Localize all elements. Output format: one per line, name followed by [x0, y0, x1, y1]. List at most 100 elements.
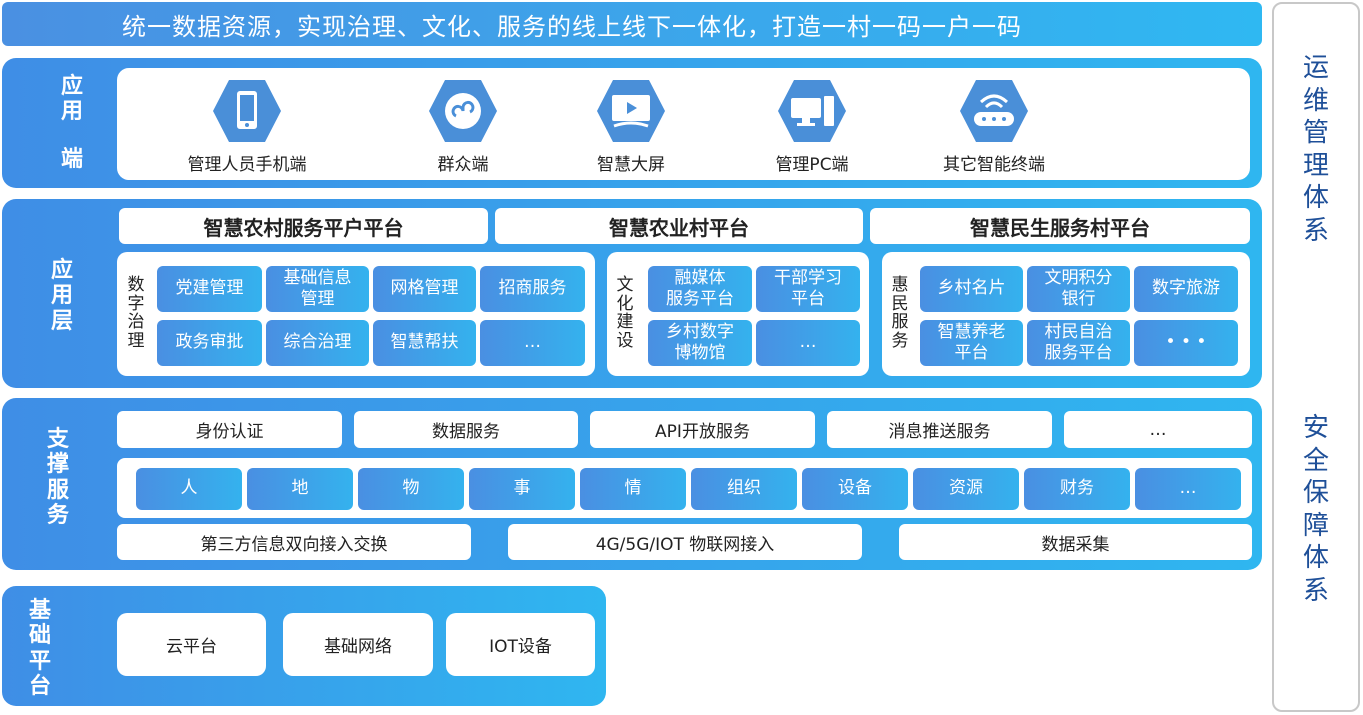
service-data[interactable]: 数据服务	[354, 411, 578, 448]
security-system: 安 全 保 障 体 系	[1272, 412, 1360, 607]
title-char: 理	[127, 331, 145, 352]
label-char: 服	[46, 477, 69, 503]
base-label: 基 础 平 台	[18, 598, 62, 699]
app-item-label: 管理人员手机端	[187, 155, 307, 175]
tile-points-bank[interactable]: 文明积分银行	[1027, 266, 1130, 312]
service-push[interactable]: 消息推送服务	[827, 411, 1052, 448]
element-event[interactable]: 事	[469, 468, 575, 510]
iot-access[interactable]: 4G/5G/IOT 物联网接入	[508, 524, 862, 560]
app-item-label: 其它智能终端	[943, 155, 1045, 175]
label-char: 平	[28, 648, 51, 674]
tile-text: …	[799, 332, 817, 353]
tile-text: 银行	[1061, 289, 1096, 309]
tile-text: 党建管理	[175, 278, 244, 299]
element-more[interactable]: …	[1135, 468, 1241, 510]
tile-text: 数字旅游	[1152, 278, 1220, 299]
tile-digital-tourism[interactable]: 数字旅游	[1134, 266, 1238, 312]
element-person[interactable]: 人	[136, 468, 242, 510]
tile-party-building[interactable]: 党建管理	[157, 266, 262, 312]
base-cloud[interactable]: 云平台	[117, 613, 266, 676]
label-char: 基	[28, 598, 51, 623]
label-char: 撑	[46, 452, 69, 478]
service-more[interactable]: …	[1064, 411, 1252, 448]
label-char: 安	[1302, 413, 1329, 443]
label-char: 础	[28, 623, 51, 649]
label-char: 系	[1302, 575, 1329, 606]
element-device[interactable]: 设备	[802, 468, 908, 510]
tile-text: 网格管理	[390, 278, 459, 299]
title-char: 惠	[891, 275, 909, 295]
tile-text: …	[524, 332, 541, 353]
app-item-public[interactable]: 群众端	[388, 78, 538, 175]
tile-basic-info[interactable]: 基础信息管理	[266, 266, 369, 312]
title-char: 文	[616, 275, 634, 295]
tile-text: 服务平台	[1044, 343, 1113, 363]
label-char: 维	[1302, 85, 1329, 116]
element-situation[interactable]: 情	[580, 468, 686, 510]
label-char	[50, 125, 94, 147]
base-iot[interactable]: IOT设备	[446, 613, 595, 676]
tile-cadre-learning[interactable]: 干部学习平台	[756, 266, 860, 312]
app-item-bigscreen[interactable]: 智慧大屏	[556, 78, 706, 175]
tile-more[interactable]: • • •	[1134, 320, 1238, 366]
app-terminal-panel	[117, 68, 1250, 180]
app-item-mobile[interactable]: 管理人员手机端	[172, 78, 322, 175]
label-char: 应	[60, 74, 83, 99]
element-organization[interactable]: 组织	[691, 468, 797, 510]
tile-text: 招商服务	[498, 278, 567, 299]
element-finance[interactable]: 财务	[1024, 468, 1130, 510]
app-layer-label: 应 用 层	[40, 258, 84, 334]
element-object[interactable]: 物	[358, 468, 464, 510]
tile-self-governance[interactable]: 村民自治服务平台	[1027, 320, 1130, 366]
pc-icon	[778, 80, 846, 142]
tile-text: 智慧养老	[937, 321, 1006, 342]
tile-text: 乡村名片	[937, 278, 1006, 299]
label-char: 应	[50, 258, 73, 283]
culture-title: 文 化 建 设	[612, 276, 638, 351]
digital-governance-title: 数 字 治 理	[122, 276, 150, 351]
app-item-pc[interactable]: 管理PC端	[737, 78, 887, 175]
label-char: 用	[60, 99, 83, 125]
title-char: 民	[891, 293, 909, 314]
tile-text: 平台	[954, 343, 989, 363]
app-terminal-label: 应 用 端	[50, 74, 94, 172]
tile-elderly-care[interactable]: 智慧养老平台	[920, 320, 1023, 366]
tile-poverty-help[interactable]: 智慧帮扶	[373, 320, 476, 366]
tile-text: 村民自治	[1044, 321, 1113, 342]
tile-text: 管理	[300, 289, 335, 309]
service-identity[interactable]: 身份认证	[117, 411, 342, 448]
tile-gov-approval[interactable]: 政务审批	[157, 320, 262, 366]
label-char: 理	[1302, 150, 1329, 181]
label-char: 体	[1302, 543, 1329, 573]
label-char: 运	[1302, 53, 1329, 83]
tile-governance[interactable]: 综合治理	[266, 320, 369, 366]
service-api[interactable]: API开放服务	[590, 411, 815, 448]
label-char: 管	[1302, 118, 1329, 148]
base-network[interactable]: 基础网络	[283, 613, 433, 676]
tile-text: 博物馆	[674, 343, 726, 363]
data-collection[interactable]: 数据采集	[899, 524, 1252, 560]
tile-investment[interactable]: 招商服务	[480, 266, 585, 312]
tile-grid-management[interactable]: 网格管理	[373, 266, 476, 312]
title-char: 务	[891, 331, 909, 352]
element-land[interactable]: 地	[247, 468, 353, 510]
tile-village-card[interactable]: 乡村名片	[920, 266, 1023, 312]
title-char: 数	[127, 275, 145, 295]
title-char: 服	[891, 312, 909, 333]
tile-more[interactable]: …	[756, 320, 860, 366]
tile-digital-museum[interactable]: 乡村数字博物馆	[648, 320, 752, 366]
label-char: 端	[60, 146, 83, 172]
label-char: 保	[1302, 478, 1329, 508]
title-char: 建	[616, 312, 634, 333]
title-char: 字	[127, 293, 145, 314]
tile-text: 基础信息	[283, 267, 352, 288]
third-party-exchange[interactable]: 第三方信息双向接入交换	[117, 524, 471, 560]
element-resource[interactable]: 资源	[913, 468, 1019, 510]
app-item-other[interactable]: 其它智能终端	[919, 78, 1069, 175]
router-icon	[960, 80, 1028, 142]
top-banner: 统一数据资源，实现治理、文化、服务的线上线下一体化，打造一村一码一户一码	[2, 2, 1262, 46]
title-char: 治	[127, 312, 145, 333]
label-char: 支	[46, 427, 69, 452]
tile-media-platform[interactable]: 融媒体服务平台	[648, 266, 752, 312]
tile-more[interactable]: …	[480, 320, 585, 366]
